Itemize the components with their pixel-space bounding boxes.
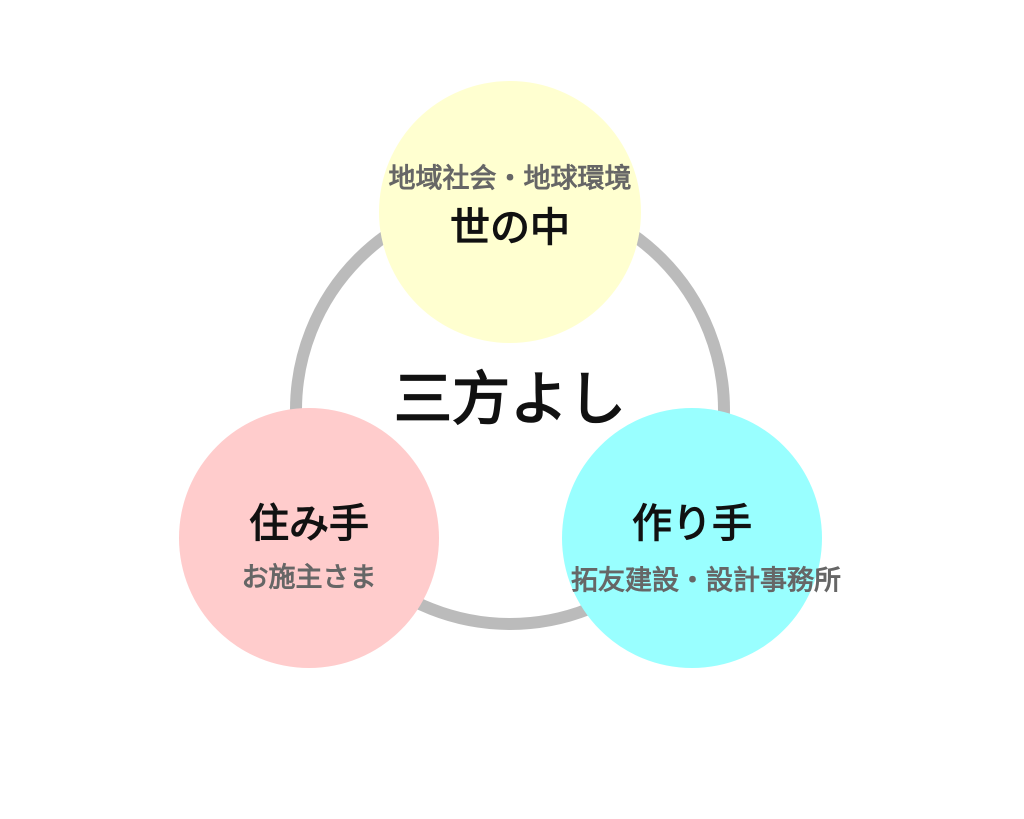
maker-subtitle: 拓友建設・設計事務所 (571, 565, 841, 597)
society-title: 世の中 (450, 205, 570, 251)
center-label: 三方よし (393, 365, 627, 433)
maker-title: 作り手 (632, 501, 752, 547)
resident-subtitle: お施主さま (241, 562, 377, 594)
resident-circle (179, 408, 439, 668)
resident-title: 住み手 (249, 501, 369, 547)
society-subtitle: 地域社会・地球環境 (388, 163, 632, 195)
maker-circle (562, 408, 822, 668)
society-circle (379, 81, 641, 343)
